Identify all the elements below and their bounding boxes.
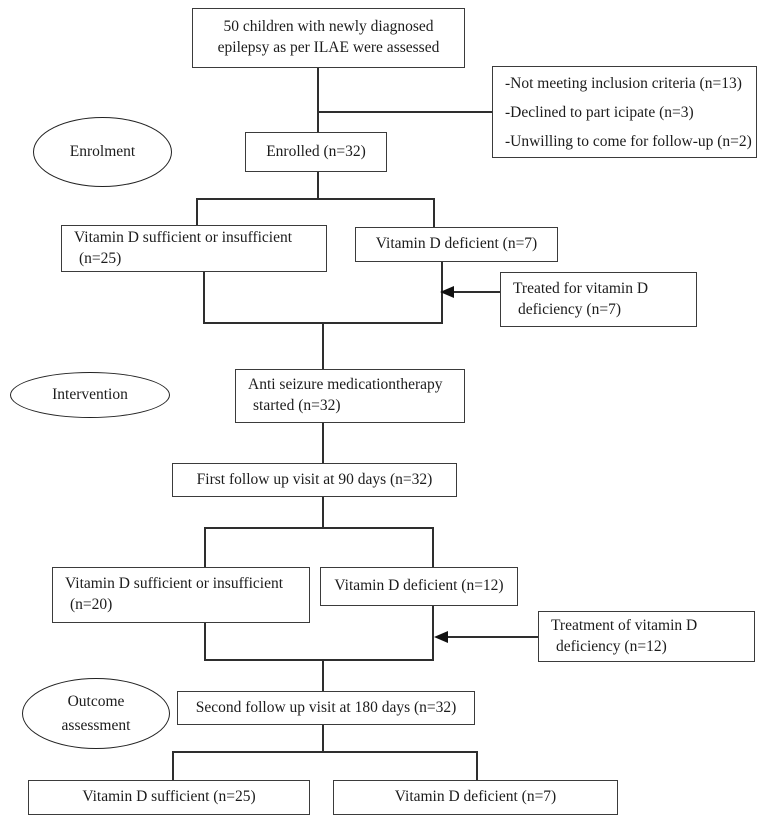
- connector-merge2-left: [204, 622, 206, 661]
- connector-assessed-to-enrolled: [317, 68, 319, 132]
- treated-line1: Treated for vitamin D: [513, 279, 649, 297]
- arrow-treatment2-head-icon: [434, 631, 448, 643]
- treatment2-line2: deficiency (n=12): [556, 637, 667, 655]
- arrow-treatment2-line: [447, 636, 538, 638]
- final-deficient-box: Vitamin D deficient (n=7): [333, 780, 618, 815]
- treatment2-box: Treatment of vitamin D deficiency (n=12): [538, 611, 755, 662]
- assessed-box: 50 children with newly diagnosed epileps…: [192, 8, 465, 68]
- treatment2-line1: Treatment of vitamin D: [551, 616, 698, 634]
- connector-split1-left: [196, 198, 198, 226]
- outcome-label-line1: Outcome: [67, 693, 125, 711]
- followup1-box: First follow up visit at 90 days (n=32): [172, 463, 457, 497]
- connector-split1-horizontal: [196, 198, 435, 200]
- assessed-box-line2: epilepsy as per ILAE were assessed: [217, 39, 440, 56]
- connector-enrolled-down: [317, 172, 319, 199]
- connector-merge2-horizontal: [204, 659, 434, 661]
- connector-merge2-right: [432, 606, 434, 661]
- connector-split2-right: [432, 527, 434, 568]
- connector-merge2-to-followup2: [322, 659, 324, 692]
- exclusion-box: -Not meeting inclusion criteria (n=13) -…: [492, 66, 757, 158]
- treated-line2: deficiency (n=7): [518, 300, 621, 318]
- final-sufficient-label: Vitamin D sufficient (n=25): [82, 788, 256, 806]
- enrolled-label: Enrolled (n=32): [266, 142, 366, 160]
- enrolment-ellipse: Enrolment: [33, 117, 172, 187]
- outcome-label-line2: assessment: [61, 716, 131, 734]
- row2-deficient-box: Vitamin D deficient (n=12): [320, 567, 518, 606]
- intervention-label: Intervention: [52, 386, 128, 404]
- arrow-treated-head-icon: [440, 286, 454, 298]
- treated-box: Treated for vitamin D deficiency (n=7): [500, 272, 697, 327]
- row2-deficient-label: Vitamin D deficient (n=12): [334, 577, 504, 595]
- row2-sufficient-box: Vitamin D sufficient or insufficient (n=…: [52, 567, 310, 623]
- antiseizure-box: Anti seizure medicationtherapy started (…: [235, 369, 465, 423]
- exclusion-reason-2: -Declined to part icipate (n=3): [505, 103, 694, 121]
- assessed-box-line1: 50 children with newly diagnosed: [223, 18, 434, 36]
- antiseizure-line2: started (n=32): [253, 397, 341, 414]
- connector-antiseizure-to-followup1: [322, 422, 324, 464]
- row1-sufficient-line2: (n=25): [79, 249, 122, 267]
- row1-sufficient-box: Vitamin D sufficient or insufficient (n=…: [61, 225, 327, 272]
- exclusion-reason-3: -Unwilling to come for follow-up (n=2): [505, 132, 752, 150]
- enrolled-box: Enrolled (n=32): [245, 132, 387, 172]
- final-sufficient-box: Vitamin D sufficient (n=25): [28, 780, 310, 815]
- followup2-box: Second follow up visit at 180 days (n=32…: [177, 691, 475, 725]
- connector-split2-horizontal: [204, 527, 434, 529]
- connector-split2-left: [204, 527, 206, 568]
- row2-sufficient-line2: (n=20): [70, 596, 113, 613]
- arrow-treated-line: [452, 291, 500, 293]
- connector-split1-right: [433, 198, 435, 228]
- connector-split3-right: [476, 751, 478, 781]
- connector-followup1-down: [322, 497, 324, 529]
- row1-deficient-box: Vitamin D deficient (n=7): [355, 227, 558, 262]
- connector-followup2-down: [322, 724, 324, 753]
- row1-deficient-label: Vitamin D deficient (n=7): [375, 235, 538, 253]
- row2-sufficient-line1: Vitamin D sufficient or insufficient: [65, 575, 284, 593]
- final-deficient-label: Vitamin D deficient (n=7): [394, 788, 557, 806]
- exclusion-reason-1: -Not meeting inclusion criteria (n=13): [505, 74, 742, 92]
- row1-sufficient-line1: Vitamin D sufficient or insufficient: [74, 228, 293, 246]
- followup1-label: First follow up visit at 90 days (n=32): [196, 470, 433, 488]
- connector-to-exclusion-box: [317, 111, 492, 113]
- intervention-ellipse: Intervention: [10, 372, 170, 418]
- connector-merge1-left: [203, 271, 205, 324]
- followup2-label: Second follow up visit at 180 days (n=32…: [195, 698, 457, 716]
- enrolment-label: Enrolment: [69, 143, 136, 161]
- connector-merge1-to-antiseizure: [322, 322, 324, 370]
- outcome-assessment-ellipse: Outcome assessment: [22, 678, 170, 749]
- connector-split3-left: [172, 751, 174, 781]
- connector-split3-horizontal: [172, 751, 478, 753]
- antiseizure-line1: Anti seizure medicationtherapy: [248, 376, 443, 394]
